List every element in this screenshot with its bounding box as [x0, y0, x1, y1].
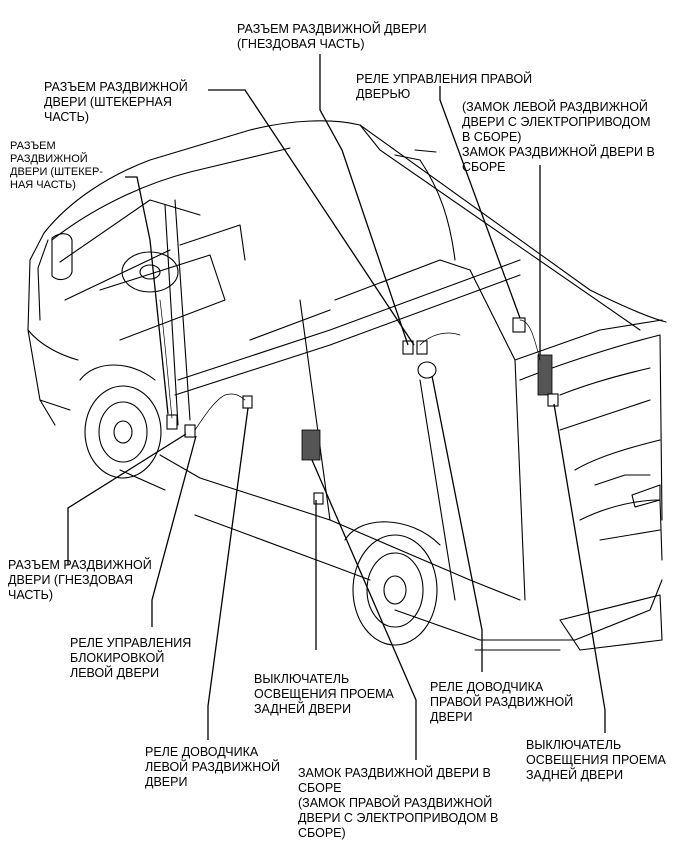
wire-harness [159, 299, 541, 431]
leader-lines [67, 54, 606, 760]
relay-right-door [512, 317, 526, 333]
label-sliding-door-connector-plug-top: РАЗЪЕМ РАЗДВИЖНОЙ ДВЕРИ (ШТЕКЕРНАЯ ЧАСТЬ… [44, 80, 188, 124]
label-rear-door-courtesy-switch-right: ВЫКЛЮЧАТЕЛЬ ОСВЕЩЕНИЯ ПРОЕМА ЗАДНЕЙ ДВЕР… [526, 738, 666, 782]
label-right-sliding-door-closer-relay: РЕЛЕ ДОВОДЧИКА ПРАВОЙ РАЗДВИЖНОЙ ДВЕРИ [430, 680, 574, 724]
label-right-door-control-relay: РЕЛЕ УПРАВЛЕНИЯ ПРАВОЙ ДВЕРЬЮ [356, 72, 533, 101]
lock-rear-assembly [537, 354, 559, 407]
label-left-door-lock-control-relay: РЕЛЕ УПРАВЛЕНИЯ БЛОКИРОВКОЙ ЛЕВОЙ ДВЕРИ [70, 636, 192, 680]
relay-right-closer [417, 361, 437, 379]
relay-left-lock [242, 395, 253, 409]
latch-left [301, 429, 324, 505]
label-sliding-door-connector-socket-top: РАЗЪЕМ РАЗДВИЖНОЙ ДВЕРИ (ГНЕЗДОВАЯ ЧАСТЬ… [237, 22, 427, 51]
connector-right-socket [402, 340, 428, 355]
label-left-sliding-door-lock-assembly: (ЗАМОК ЛЕВОЙ РАЗДВИЖНОЙ ДВЕРИ С ЭЛЕКТРОП… [462, 100, 655, 174]
label-right-sliding-door-lock-assembly: ЗАМОК РАЗДВИЖНОЙ ДВЕРИ В СБОРЕ (ЗАМОК ПР… [298, 766, 499, 840]
label-sliding-door-connector-plug-left: РАЗЪЕМ РАЗДВИЖНОЙ ДВЕРИ (ШТЕКЕР- НАЯ ЧАС… [10, 140, 103, 191]
label-rear-door-courtesy-switch-center: ВЫКЛЮЧАТЕЛЬ ОСВЕЩЕНИЯ ПРОЕМА ЗАДНЕЙ ДВЕР… [254, 672, 394, 716]
van-body-outline [27, 120, 667, 651]
label-left-sliding-door-closer-relay: РЕЛЕ ДОВОДЧИКА ЛЕВОЙ РАЗДВИЖНОЙ ДВЕРИ [145, 745, 280, 789]
connector-socket-left [184, 424, 196, 438]
label-sliding-door-connector-socket-left: РАЗЪЕМ РАЗДВИЖНОЙ ДВЕРИ (ГНЕЗДОВАЯ ЧАСТЬ… [8, 558, 152, 602]
